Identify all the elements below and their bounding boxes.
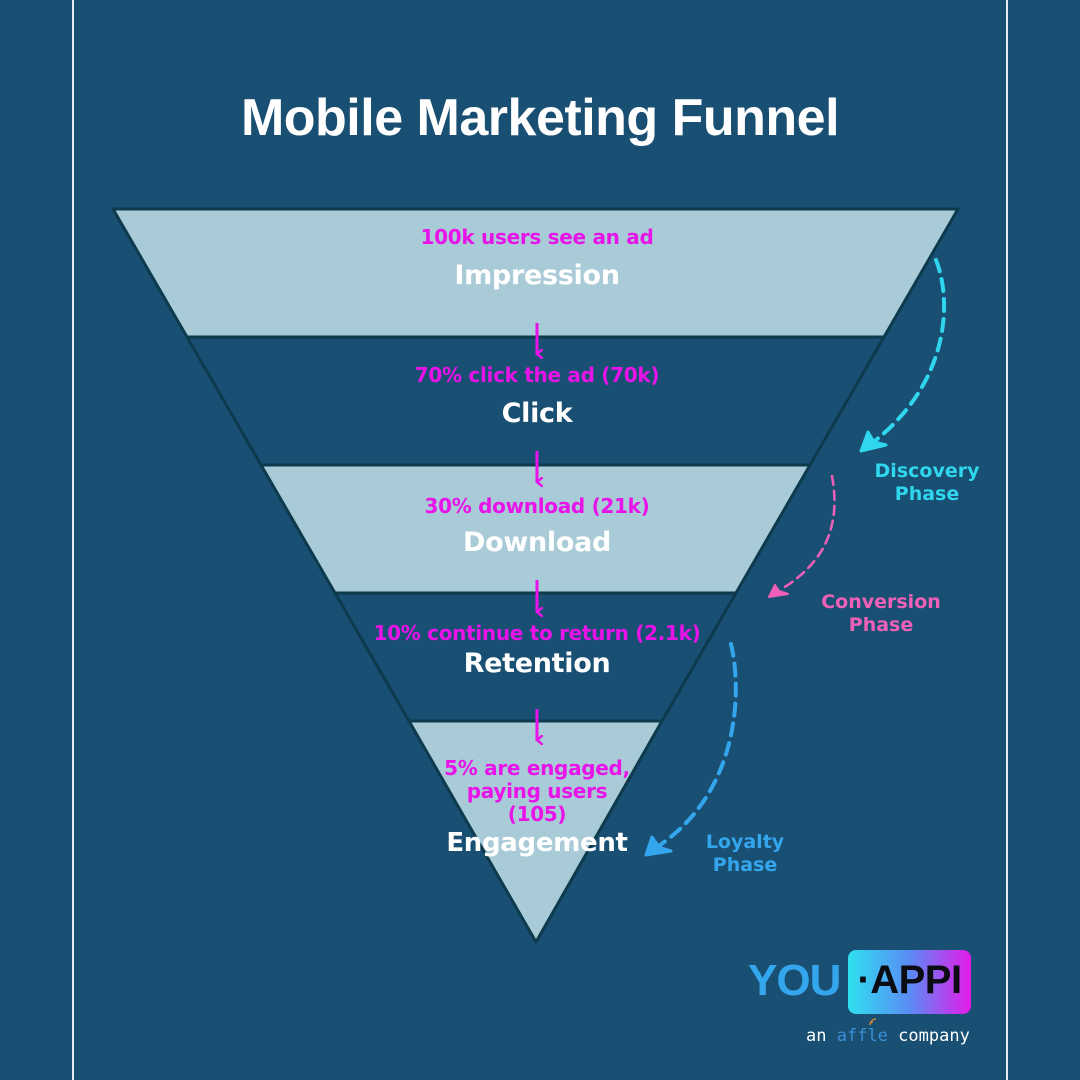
phase-label-line: Discovery	[874, 460, 980, 482]
stat-impression: 100k users see an ad	[420, 225, 654, 249]
phase-label-line: Phase	[848, 614, 914, 636]
stat-retention: 10% continue to return (2.1k)	[373, 621, 701, 645]
stage-label-download: Download	[462, 527, 612, 558]
stage-label-engagement: Engagement	[446, 828, 628, 858]
phase-label-discovery: Discovery Phase	[862, 460, 992, 506]
stat-engagement-line-2: paying users	[466, 779, 608, 803]
page-title: Mobile Marketing Funnel	[240, 89, 840, 147]
tagline-brand: affle	[836, 1026, 888, 1046]
tagline-suffix: company	[898, 1026, 970, 1046]
stat-engagement-line-3: (105)	[507, 802, 567, 826]
stage-label-impression: Impression	[454, 260, 620, 291]
logo-tagline: an affle company	[806, 1026, 970, 1046]
logo-appi-text: ·APPI	[857, 958, 962, 1002]
stat-download: 30% download (21k)	[424, 494, 650, 518]
phase-label-line: Conversion	[821, 591, 941, 613]
phase-label-line: Phase	[894, 483, 960, 505]
stat-engagement-line-1: 5% are engaged,	[444, 756, 630, 780]
stage-label-retention: Retention	[463, 648, 611, 679]
phase-label-line: Loyalty	[705, 831, 785, 853]
loyalty-curve-arrow-icon	[644, 642, 738, 857]
affle-signal-icon	[869, 1018, 877, 1026]
stage-label-click: Click	[501, 398, 573, 429]
phase-label-loyalty: Loyalty Phase	[690, 831, 800, 877]
right-border-line	[1006, 0, 1008, 1080]
left-border-line	[72, 0, 74, 1080]
logo-you-text: YOU	[748, 956, 841, 1005]
conversion-curve-arrow-icon	[768, 474, 836, 598]
logo-appi-badge: ·APPI	[848, 950, 971, 1014]
stat-click: 70% click the ad (70k)	[414, 363, 660, 387]
phase-label-line: Phase	[712, 854, 778, 876]
phase-label-conversion: Conversion Phase	[806, 591, 956, 637]
tagline-prefix: an	[806, 1026, 827, 1046]
discovery-curve-arrow-icon	[859, 258, 946, 453]
